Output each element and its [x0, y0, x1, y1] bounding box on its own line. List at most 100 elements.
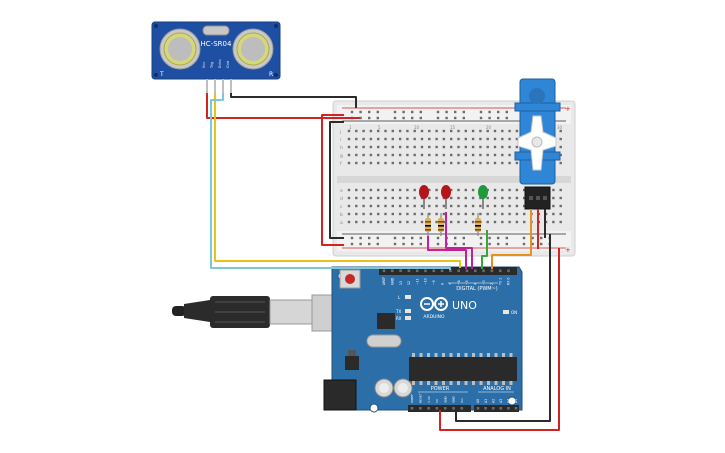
- breadboard-hole: [464, 153, 467, 157]
- breadboard-hole: [464, 212, 467, 216]
- wire-board-gnd[interactable]: [455, 234, 551, 422]
- breadboard-hole: [369, 153, 373, 157]
- breadboard-hole: [391, 196, 394, 200]
- row-letter: f: [340, 161, 342, 167]
- wire-servo-signal[interactable]: [491, 209, 532, 269]
- power-jack[interactable]: [323, 379, 357, 411]
- rail-plus-label-bottom: +: [565, 246, 571, 254]
- rail-hole: [393, 242, 397, 246]
- digital-pin-label: 7: [449, 283, 453, 285]
- wire-board-5v[interactable]: [439, 248, 560, 431]
- breadboard-hole: [464, 220, 467, 224]
- ultrasonic-sensor[interactable]: HC-SR04 T R Vcc Trig Echo Gnd: [151, 21, 281, 93]
- breadboard-hole: [493, 220, 497, 224]
- resistor[interactable]: [475, 213, 481, 236]
- breadboard-hole: [355, 188, 358, 192]
- breadboard-hole: [559, 196, 562, 200]
- tx-led-icon: [405, 309, 411, 313]
- breadboard-hole: [355, 161, 358, 165]
- transmitter-mark: T: [159, 71, 164, 78]
- breadboard-hole: [406, 212, 409, 216]
- resistor[interactable]: [425, 213, 431, 236]
- sensor-model-label: HC-SR04: [201, 40, 232, 48]
- rail-hole: [436, 242, 440, 246]
- rail-hole: [454, 116, 457, 120]
- led-green[interactable]: [478, 185, 488, 209]
- wire-led-2[interactable]: [445, 212, 473, 269]
- resistor[interactable]: [438, 213, 444, 236]
- usb-cable[interactable]: [172, 294, 359, 332]
- breadboard-hole: [479, 153, 482, 157]
- breadboard-hole: [413, 212, 416, 216]
- breadboard-hole: [355, 137, 358, 141]
- breadboard-hole: [493, 145, 497, 149]
- sensor-pin-label: Gnd: [226, 61, 230, 68]
- breadboard-hole: [420, 161, 424, 165]
- sensor-pin-label: Echo: [218, 60, 222, 69]
- breadboard-hole: [450, 188, 453, 192]
- breadboard-hole: [398, 188, 402, 192]
- breadboard-hole: [501, 129, 504, 133]
- led-red-2[interactable]: [441, 185, 451, 209]
- column-number: 30: [557, 125, 563, 130]
- reset-button[interactable]: [339, 269, 361, 289]
- breadboard-hole: [479, 161, 482, 165]
- breadboard-hole: [347, 220, 351, 224]
- breadboard-hole: [406, 137, 409, 141]
- breadboard-hole: [442, 129, 446, 133]
- servo-motor[interactable]: [514, 78, 561, 210]
- rail-hole: [531, 236, 534, 240]
- sensor-pin-label: Trig: [210, 62, 214, 69]
- rail-hole: [445, 116, 448, 120]
- breadboard-hole: [369, 137, 373, 141]
- breadboard-hole: [420, 145, 424, 149]
- analog-pin-label: A2: [491, 399, 495, 403]
- wire-rail-black-left[interactable]: [329, 121, 344, 239]
- row-letter: d: [340, 196, 343, 202]
- breadboard-hole: [355, 204, 358, 208]
- breadboard-hole: [377, 196, 380, 200]
- wire-led-3[interactable]: [481, 230, 488, 269]
- led-red-1[interactable]: [419, 185, 429, 209]
- breadboard-hole: [413, 129, 416, 133]
- digital-pin-label: ~10: [424, 278, 428, 285]
- board-model-label: UNO: [452, 299, 477, 312]
- breadboard-hole: [442, 161, 446, 165]
- breadboard-hole: [515, 188, 519, 192]
- breadboard-hole: [486, 204, 489, 208]
- breadboard-hole: [420, 137, 424, 141]
- breadboard-hole: [391, 220, 394, 224]
- breadboard-hole: [559, 153, 562, 157]
- rail-hole: [376, 242, 379, 246]
- breadboard-hole: [420, 204, 424, 208]
- wire-sensor-trig[interactable]: [214, 93, 461, 268]
- breadboard-hole: [471, 129, 475, 133]
- row-letter: h: [340, 145, 343, 151]
- breadboard-hole: [464, 137, 467, 141]
- wire-led-1[interactable]: [427, 236, 467, 269]
- wire-rail-red-left[interactable]: [321, 114, 344, 246]
- breadboard-hole: [347, 204, 351, 208]
- rail-hole: [445, 110, 448, 114]
- rail-hole: [419, 116, 422, 120]
- wire-sensor-echo[interactable]: [210, 93, 451, 270]
- analog-label: ANALOG IN: [483, 386, 511, 392]
- breadboard-hole: [398, 161, 402, 165]
- wire-sensor-gnd[interactable]: [230, 93, 357, 108]
- wire-sensor-vcc[interactable]: [206, 93, 360, 119]
- rail-hole: [402, 110, 405, 114]
- breadboard-hole: [559, 204, 562, 208]
- breadboard-hole: [428, 188, 431, 192]
- column-number: 15: [450, 125, 456, 130]
- bottom-power-rail: [337, 231, 571, 251]
- power-pin-label: 3.3V: [427, 395, 431, 403]
- breadboard-hole: [435, 153, 438, 157]
- breadboard-hole: [471, 145, 475, 149]
- breadboard-hole: [391, 204, 394, 208]
- rail-hole: [540, 242, 543, 246]
- breadboard-hole: [369, 220, 373, 224]
- rail-hole: [419, 236, 422, 240]
- breadboard-hole: [398, 204, 402, 208]
